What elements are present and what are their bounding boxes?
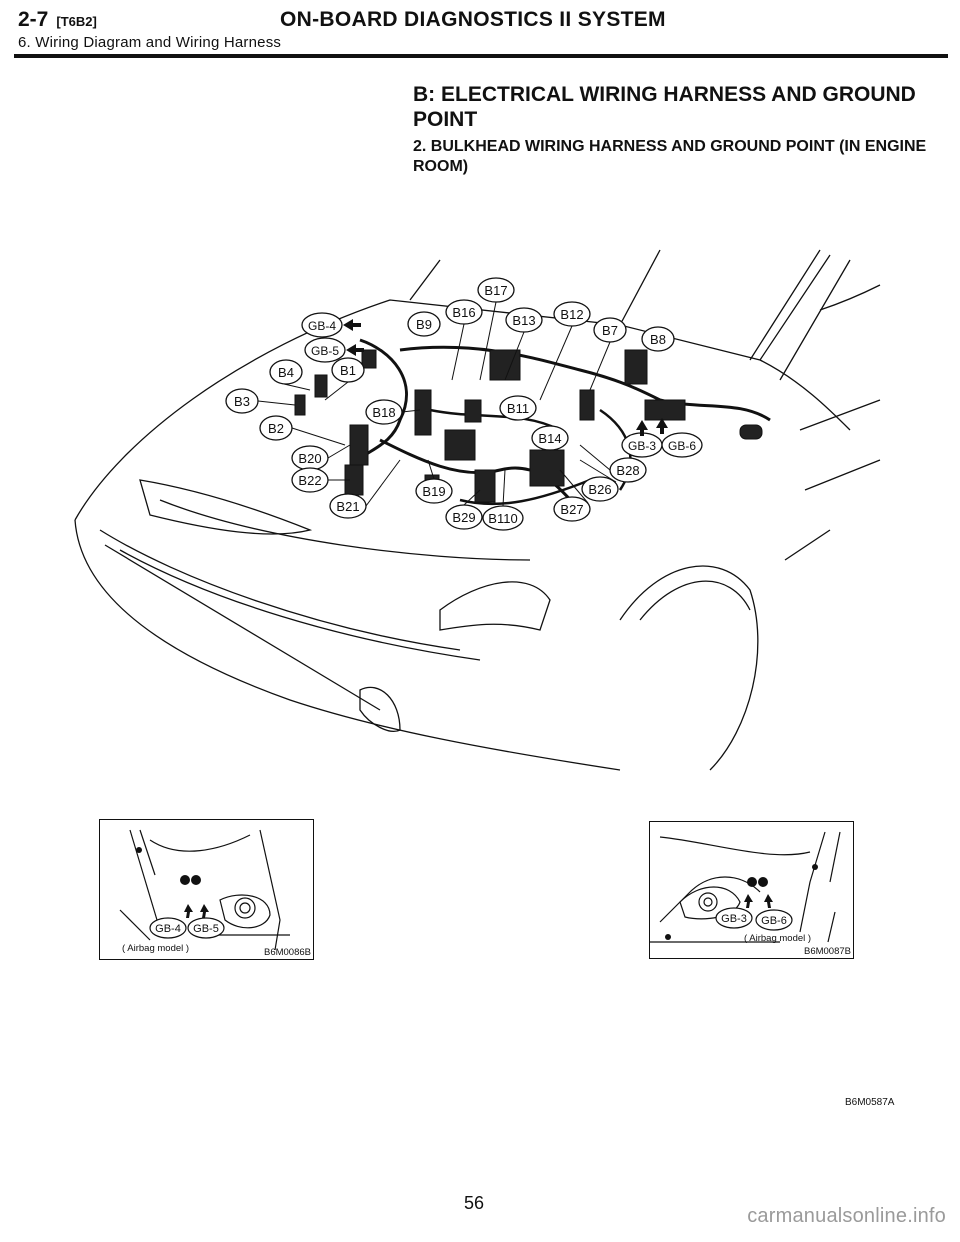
callout-b14: B14 bbox=[531, 425, 569, 451]
label-b4: B4 bbox=[278, 365, 294, 380]
engine-room-diagram: B17 B16 B9 B13 B12 B7 B8 B4 B1 B3 B2 B18… bbox=[74, 249, 881, 771]
inset-left-drawing: GB-4 GB-5 bbox=[119, 829, 290, 951]
label-gb6: GB-6 bbox=[668, 439, 696, 453]
label-b26: B26 bbox=[588, 482, 611, 497]
page-number: 56 bbox=[464, 1193, 485, 1213]
callout-b110: B110 bbox=[482, 505, 524, 531]
label-b12: B12 bbox=[560, 307, 583, 322]
label-b29: B29 bbox=[452, 510, 475, 525]
callout-b29: B29 bbox=[445, 504, 483, 530]
section-heading: B: ELECTRICAL WIRING HARNESS AND GROUND … bbox=[413, 83, 916, 131]
inset-ground-gb4-gb5: GB-4 GB-5 ( Airbag model ) B6M0086B bbox=[99, 819, 314, 960]
label-b14: B14 bbox=[538, 431, 561, 446]
inset-right-label-gb3: GB-3 bbox=[721, 913, 747, 925]
callout-b2: B2 bbox=[259, 415, 293, 441]
label-b16: B16 bbox=[452, 305, 475, 320]
inset-right-code: B6M0087B bbox=[803, 946, 851, 957]
label-b3: B3 bbox=[234, 394, 250, 409]
header-rule bbox=[14, 54, 948, 58]
label-b19: B19 bbox=[422, 484, 445, 499]
inset-left-label-gb4: GB-4 bbox=[155, 923, 181, 935]
callout-b20: B20 bbox=[291, 445, 329, 471]
inset-ground-gb3-gb6: GB-3 GB-6 ( Airbag model ) B6M0087B bbox=[649, 821, 854, 959]
section-number: 2-7 bbox=[18, 8, 49, 31]
ground-arrow-icon bbox=[346, 344, 364, 356]
callout-b16: B16 bbox=[445, 299, 483, 325]
ground-arrow-icon bbox=[636, 420, 648, 436]
inset-right-note: ( Airbag model ) bbox=[744, 933, 812, 944]
label-b27: B27 bbox=[560, 502, 583, 517]
inset-right-drawing: GB-3 GB-6 bbox=[650, 831, 841, 943]
callout-b21: B21 bbox=[329, 493, 367, 519]
label-b18: B18 bbox=[372, 405, 395, 420]
callout-b8: B8 bbox=[641, 326, 675, 352]
label-gb3: GB-3 bbox=[628, 439, 656, 453]
label-b22: B22 bbox=[298, 473, 321, 488]
callout-gb4: GB-4 bbox=[301, 312, 343, 338]
label-b110: B110 bbox=[488, 511, 517, 526]
watermark: carmanualsonline.info bbox=[747, 1205, 946, 1227]
label-gb4: GB-4 bbox=[308, 319, 336, 333]
ground-arrow-icon bbox=[343, 319, 361, 331]
callout-b19: B19 bbox=[415, 478, 453, 504]
label-b7: B7 bbox=[602, 323, 618, 338]
label-b9: B9 bbox=[416, 317, 432, 332]
label-b8: B8 bbox=[650, 332, 666, 347]
label-b13: B13 bbox=[512, 313, 535, 328]
section-code: [T6B2] bbox=[56, 14, 97, 29]
callout-b17: B17 bbox=[477, 277, 515, 303]
callout-b22: B22 bbox=[291, 467, 329, 493]
label-b2: B2 bbox=[268, 421, 284, 436]
label-b11: B11 bbox=[507, 401, 529, 416]
callout-gb6: GB-6 bbox=[661, 432, 703, 458]
inset-right-label-gb6: GB-6 bbox=[761, 915, 787, 927]
label-b1: B1 bbox=[340, 363, 356, 378]
callout-b4: B4 bbox=[269, 359, 303, 385]
callout-b9: B9 bbox=[407, 311, 441, 337]
label-b17: B17 bbox=[484, 283, 507, 298]
callout-b12: B12 bbox=[553, 301, 591, 327]
callout-gb5: GB-5 bbox=[304, 337, 346, 363]
callout-b26: B26 bbox=[581, 476, 619, 502]
figure-code: B6M0587A bbox=[845, 1097, 895, 1108]
label-gb5: GB-5 bbox=[311, 344, 339, 358]
inset-left-code: B6M0086B bbox=[263, 947, 311, 958]
callout-b7: B7 bbox=[593, 317, 627, 343]
page-title: ON-BOARD DIAGNOSTICS II SYSTEM bbox=[280, 8, 666, 31]
page-header: 2-7 [T6B2] bbox=[18, 8, 97, 32]
callout-b28: B28 bbox=[609, 457, 647, 483]
inset-left-note: ( Airbag model ) bbox=[122, 943, 190, 954]
label-b21: B21 bbox=[336, 499, 359, 514]
callout-b18: B18 bbox=[365, 399, 403, 425]
callout-b13: B13 bbox=[505, 307, 543, 333]
subsection-heading: 2. BULKHEAD WIRING HARNESS AND GROUND PO… bbox=[413, 138, 927, 175]
page-subtitle: 6. Wiring Diagram and Wiring Harness bbox=[18, 34, 282, 51]
callout-b1: B1 bbox=[331, 357, 365, 383]
callout-b3: B3 bbox=[225, 388, 259, 414]
callout-b11: B11 bbox=[499, 395, 537, 421]
inset-left-label-gb5: GB-5 bbox=[193, 923, 219, 935]
label-b28: B28 bbox=[616, 463, 639, 478]
callout-b27: B27 bbox=[553, 496, 591, 522]
callout-gb3: GB-3 bbox=[621, 432, 663, 458]
label-b20: B20 bbox=[298, 451, 321, 466]
ground-arrow-icon bbox=[656, 418, 668, 434]
